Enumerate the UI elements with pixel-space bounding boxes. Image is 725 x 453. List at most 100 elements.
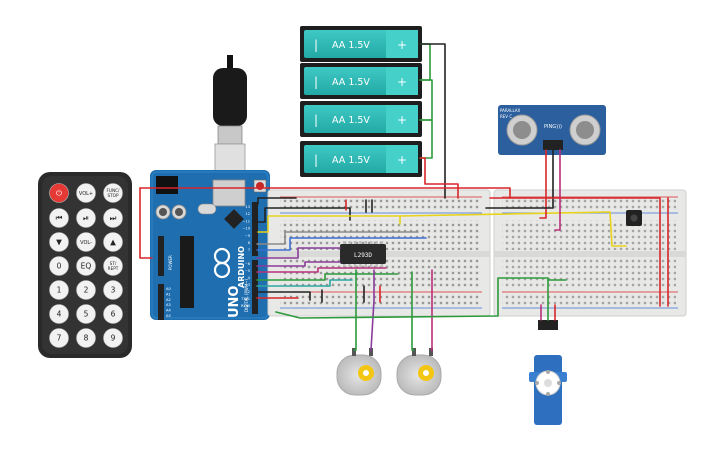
battery-cell: | AA 1.5V + — [300, 101, 422, 137]
svg-text:2: 2 — [84, 286, 89, 295]
remote-button[interactable]: 6 — [103, 304, 123, 324]
svg-text:VOL+: VOL+ — [79, 191, 93, 197]
digital-pin-label: ~3 — [245, 283, 250, 287]
battery-minus: | — [314, 153, 318, 167]
usb-cable — [213, 55, 247, 185]
battery-minus: | — [314, 113, 318, 127]
svg-text:▲: ▲ — [110, 238, 116, 247]
arduino-brand: ARDUINO — [237, 246, 246, 288]
servo-motor — [529, 320, 567, 425]
remote-button[interactable]: 1 — [49, 280, 69, 300]
svg-text:⏻: ⏻ — [56, 189, 63, 198]
remote-button[interactable]: EQ — [76, 256, 96, 276]
svg-text:EQ: EQ — [81, 262, 92, 271]
battery-plus: + — [397, 38, 407, 52]
power-header — [158, 236, 164, 276]
svg-text:STOP: STOP — [107, 193, 119, 198]
svg-text:0: 0 — [57, 262, 62, 271]
svg-text:REPT: REPT — [108, 266, 119, 271]
arduino-model: UNO — [227, 286, 242, 319]
battery-label: AA 1.5V — [332, 77, 370, 88]
svg-text:7: 7 — [57, 334, 62, 343]
analog-pin-label: A5 — [166, 314, 171, 318]
ultrasonic-brand: PARALLAX — [500, 108, 521, 113]
battery-cell: | AA 1.5V + — [300, 141, 422, 177]
dc-motor-right — [396, 348, 442, 396]
digital-pin-label: 4 — [248, 276, 251, 280]
digital-pin-label: 13 — [245, 205, 250, 209]
svg-text:⏮: ⏮ — [56, 214, 63, 223]
remote-button[interactable]: ⏻ — [49, 183, 69, 203]
battery-plus: + — [397, 153, 407, 167]
analog-pin-label: A2 — [166, 298, 171, 302]
remote-button[interactable]: 9 — [103, 328, 123, 348]
digital-pin-label: 8 — [248, 241, 251, 245]
digital-pin-label: ~6 — [245, 262, 251, 266]
remote-button[interactable]: VOL- — [76, 232, 96, 252]
ir-receiver — [626, 210, 642, 226]
battery-pack: |AA 1.5V+|AA 1.5V+|AA 1.5V+|AA 1.5V+ — [300, 26, 422, 177]
remote-button[interactable]: ▲ — [103, 232, 123, 252]
digital-pin-label: 12 — [245, 212, 250, 216]
svg-text:4: 4 — [57, 310, 62, 319]
svg-text:9: 9 — [111, 334, 116, 343]
remote-button[interactable]: 7 — [49, 328, 69, 348]
remote-button[interactable]: 3 — [103, 280, 123, 300]
digital-pin-label: TX▸1 — [240, 297, 250, 301]
battery-label: AA 1.5V — [332, 155, 370, 166]
remote-button[interactable]: ⏯ — [76, 208, 96, 228]
svg-text:ST/: ST/ — [110, 261, 117, 266]
svg-text:6: 6 — [111, 310, 116, 319]
remote-button[interactable]: 0 — [49, 256, 69, 276]
svg-text:▼: ▼ — [56, 238, 62, 247]
battery-plus: + — [397, 113, 407, 127]
remote-button[interactable]: ST/REPT — [103, 256, 123, 276]
analog-pin-label: A4 — [166, 309, 171, 313]
digital-pin-label: 2 — [248, 290, 250, 294]
digital-pin-label: RX◂0 — [241, 304, 251, 308]
svg-text:8: 8 — [84, 334, 89, 343]
remote-button[interactable]: ▼ — [49, 232, 69, 252]
digital-pin-label: ~11 — [242, 219, 250, 223]
svg-text:⏯: ⏯ — [83, 214, 89, 223]
svg-text:5: 5 — [84, 310, 89, 319]
remote-button[interactable]: ⏮ — [49, 208, 69, 228]
motor-driver-chip: L293D — [340, 241, 386, 267]
ir-remote[interactable]: ⏻ VOL+ FUNC/STOP ⏮ ⏯ ⏭ ▼ VOL- ▲ 0 EQ ST/REPT 1 2 3 4 5 6 7… — [38, 172, 132, 358]
battery-plus: + — [397, 75, 407, 89]
battery-cell: |AA 1.5V+ — [300, 26, 422, 62]
remote-button[interactable]: 5 — [76, 304, 96, 324]
svg-text:1: 1 — [57, 286, 62, 295]
dc-motor-left — [336, 348, 382, 396]
svg-text:VOL-: VOL- — [80, 240, 92, 246]
battery-minus: | — [314, 75, 318, 89]
svg-text:3: 3 — [111, 286, 116, 295]
breadboard-right — [493, 189, 687, 317]
svg-text:⏭: ⏭ — [110, 214, 117, 223]
remote-button[interactable]: ⏭ — [103, 208, 123, 228]
remote-button[interactable]: 4 — [49, 304, 69, 324]
battery-minus: | — [314, 38, 318, 52]
power-header-label: POWER — [168, 255, 173, 270]
analog-header — [158, 284, 164, 320]
analog-pin-label: A0 — [166, 287, 171, 291]
remote-button[interactable]: 8 — [76, 328, 96, 348]
digital-pin-label: ~9 — [245, 234, 251, 238]
digital-pin-label: ~10 — [242, 227, 250, 231]
ultrasonic-sensor: PARALLAX REV C PING))) — [498, 105, 606, 155]
analog-pin-label: A3 — [166, 303, 171, 307]
ultrasonic-model: PING))) — [544, 124, 562, 130]
battery-cell: | AA 1.5V + — [300, 63, 422, 99]
analog-pin-label: A1 — [166, 292, 171, 296]
digital-header-label: DIGITAL (PWM~) — [244, 278, 249, 312]
arduino-logo-icon — [213, 247, 231, 279]
svg-text:FUNC/: FUNC/ — [107, 188, 121, 193]
battery-label: AA 1.5V — [332, 115, 370, 126]
digital-pin-label: 7 — [248, 248, 250, 252]
remote-button[interactable]: VOL+ — [76, 183, 96, 203]
wires — [139, 43, 669, 351]
remote-button[interactable]: 2 — [76, 280, 96, 300]
remote-button[interactable]: FUNC/STOP — [103, 183, 123, 203]
